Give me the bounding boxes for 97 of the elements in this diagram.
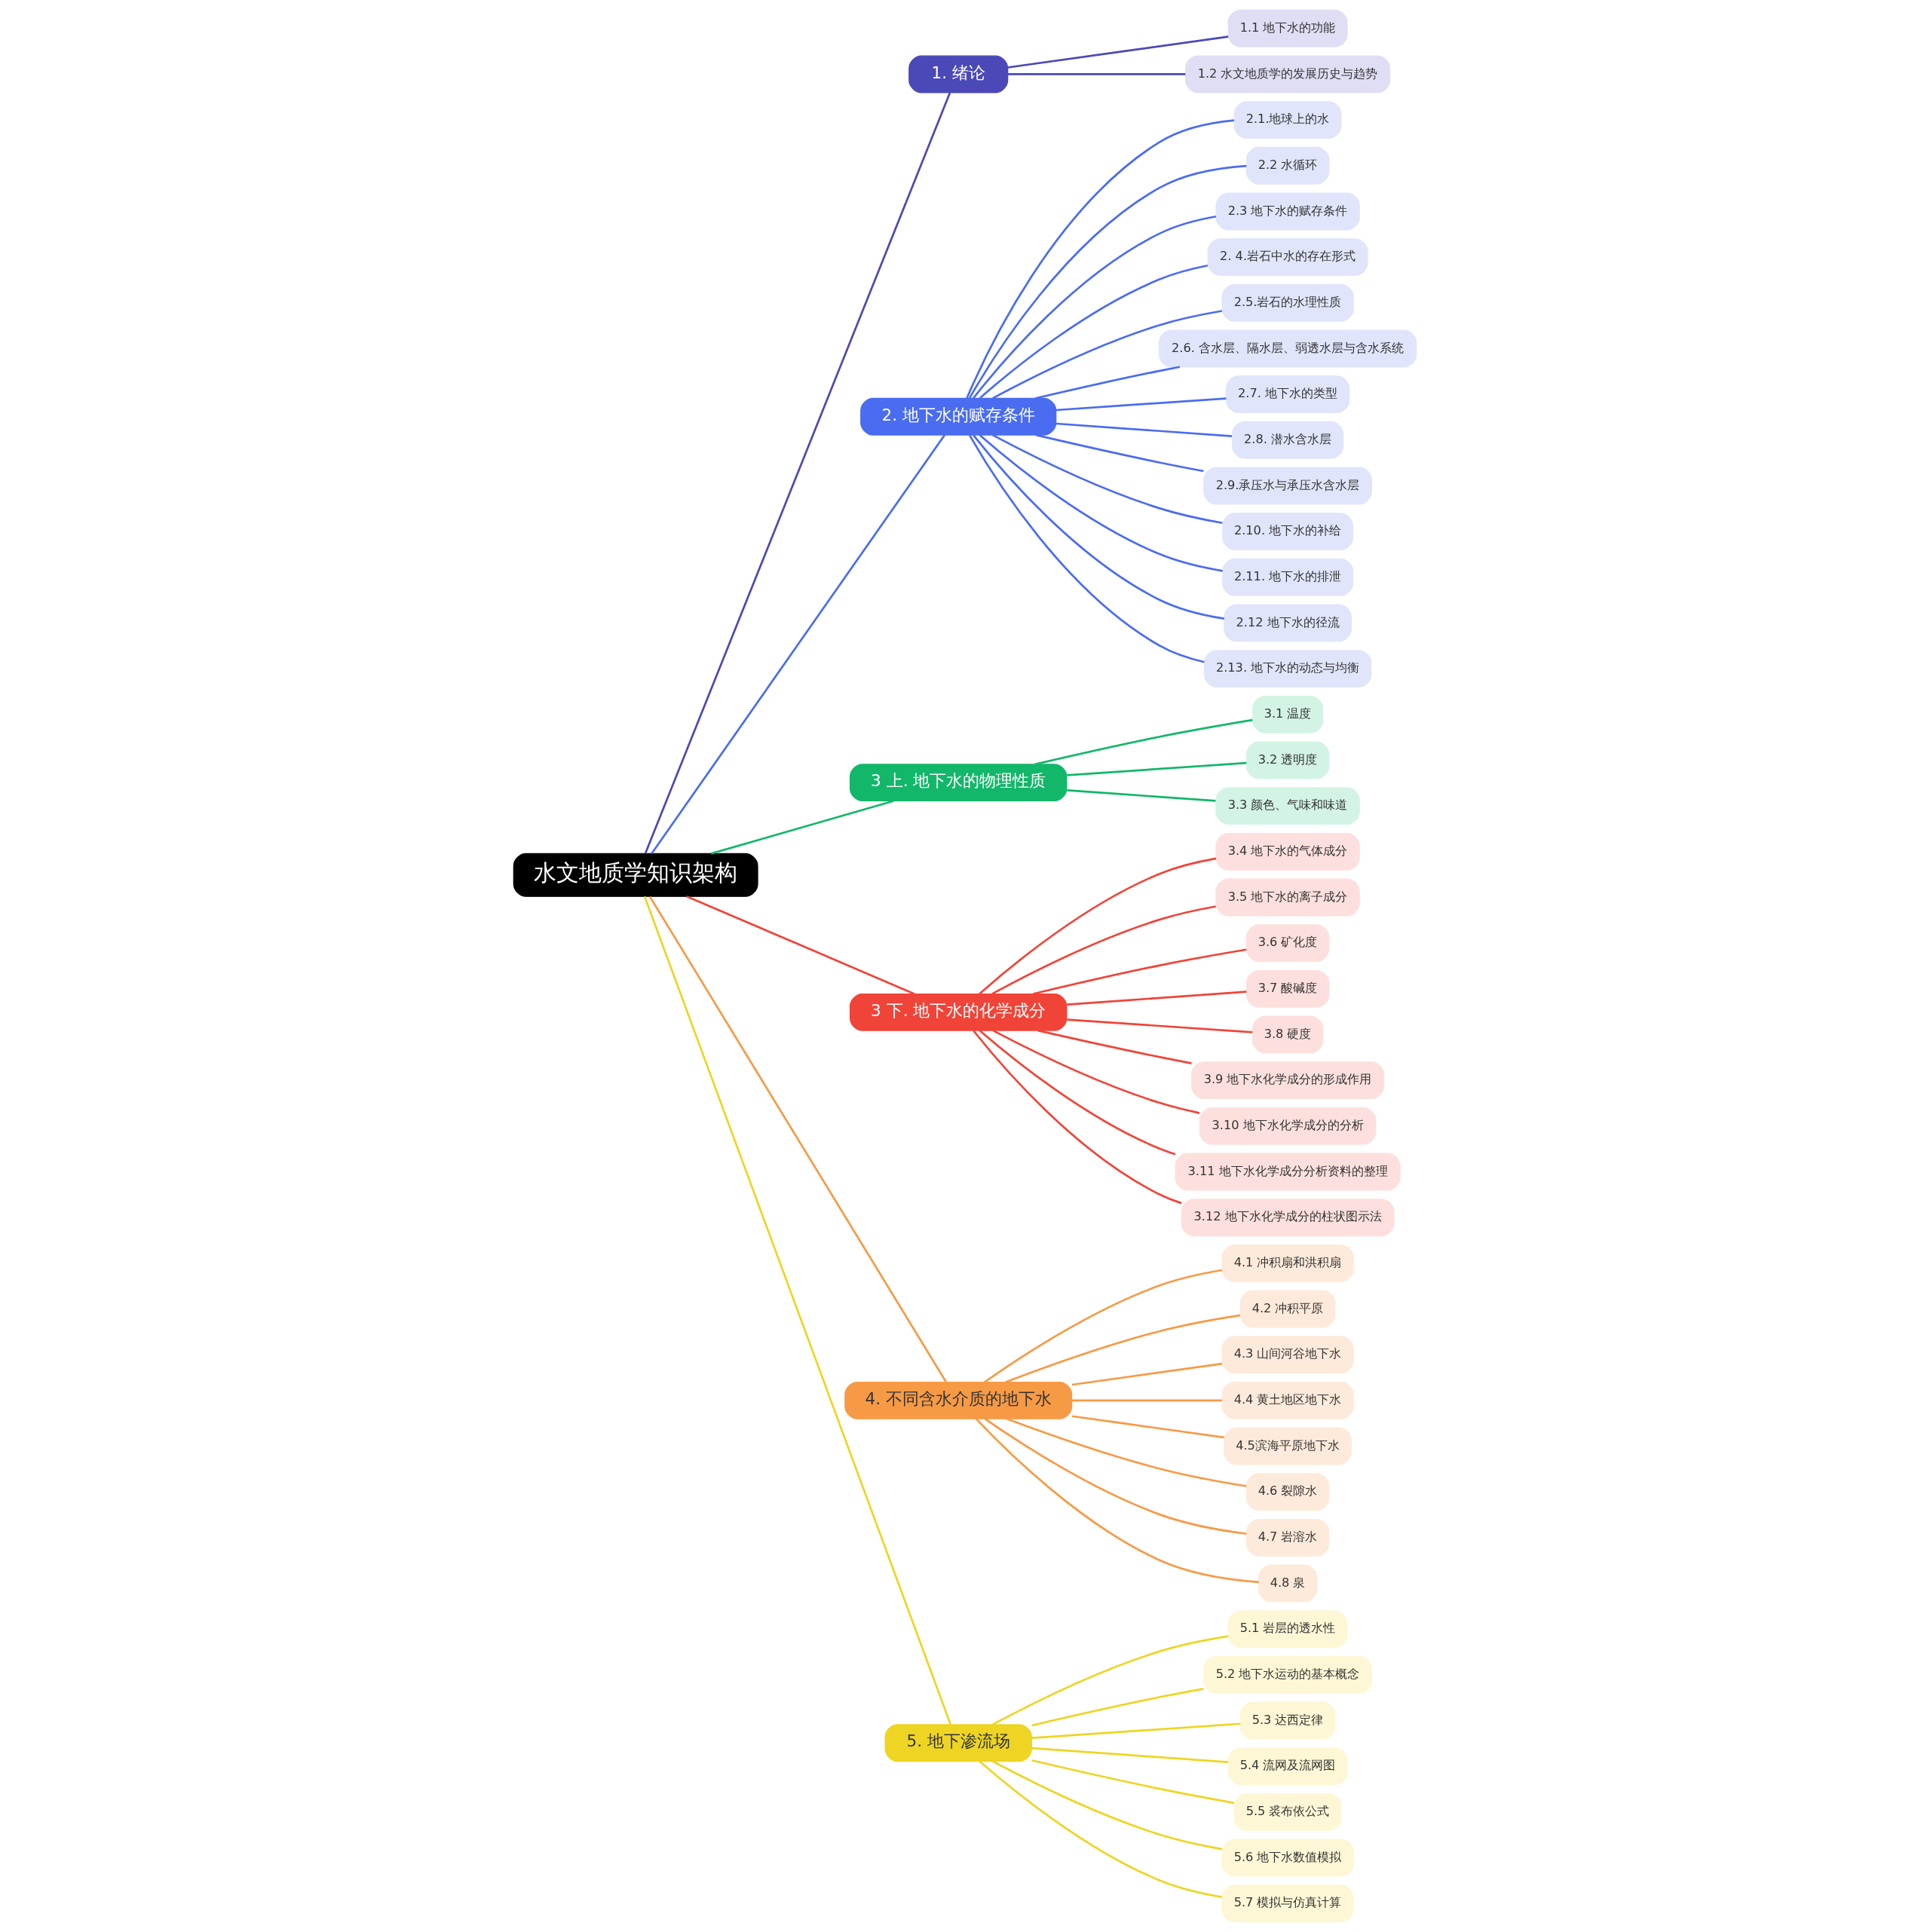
node-box: 4.8 泉 xyxy=(1258,1564,1318,1603)
connector xyxy=(968,434,1205,663)
connector xyxy=(984,1269,1223,1383)
connector xyxy=(1031,1688,1204,1727)
node-box: 3.1 温度 xyxy=(1251,695,1324,733)
connector xyxy=(966,119,1235,399)
connector xyxy=(984,1418,1247,1535)
node-box: 2.7. 地下水的类型 xyxy=(1225,375,1350,414)
node-box: 1. 绪论 xyxy=(908,55,1009,93)
node-box: 4.7 岩溶水 xyxy=(1245,1518,1330,1557)
node-box: 4.5滨海平原地下水 xyxy=(1224,1427,1352,1465)
connector xyxy=(973,1030,1182,1205)
connector xyxy=(979,434,1223,572)
connector xyxy=(1071,1362,1223,1386)
connector xyxy=(979,1760,1223,1898)
node-box: 4.4 黄土地区地下水 xyxy=(1221,1381,1354,1419)
connector xyxy=(1035,433,1204,473)
node-box: 2. 4.岩石中水的存在形式 xyxy=(1207,238,1368,277)
node-box: 2.5.岩石的水理性质 xyxy=(1221,283,1354,322)
node-box: 5.7 模拟与仿真计算 xyxy=(1221,1885,1354,1923)
node-box: 3.9 地下水化学成分的形成作用 xyxy=(1190,1061,1385,1100)
node-box: 2.11. 地下水的排泄 xyxy=(1222,558,1353,596)
connector xyxy=(992,310,1223,400)
connector xyxy=(1071,1415,1224,1439)
node-box: 2.13. 地下水的动态与均衡 xyxy=(1203,650,1372,688)
node-box: 4.2 冲积平原 xyxy=(1239,1290,1336,1328)
node-box: 3.7 酸碱度 xyxy=(1245,969,1330,1008)
connector xyxy=(1006,1417,1247,1487)
connector xyxy=(973,434,1224,620)
node-box: 3.3 颜色、气味和味道 xyxy=(1215,787,1360,825)
connector xyxy=(1031,1747,1228,1763)
connector xyxy=(1034,718,1253,766)
node-box: 2. 地下水的赋存条件 xyxy=(860,397,1057,436)
connector xyxy=(1067,990,1247,1006)
node-box: 2.3 地下水的赋存条件 xyxy=(1215,192,1360,231)
connector xyxy=(1067,761,1247,776)
node-box: 3.5 地下水的离子成分 xyxy=(1215,878,1360,917)
node-box: 3.2 透明度 xyxy=(1245,741,1330,779)
node-box: 4.3 山间河谷地下水 xyxy=(1221,1336,1354,1374)
connector xyxy=(1067,1018,1253,1033)
connector xyxy=(1055,397,1227,412)
node-box: 5.3 达西定律 xyxy=(1239,1701,1336,1740)
node-box: 2.12 地下水的径流 xyxy=(1224,604,1352,642)
connector xyxy=(1037,1029,1192,1064)
connector xyxy=(1033,948,1247,995)
node-box: 2.1.地球上的水 xyxy=(1233,101,1342,139)
node-box: 3.12 地下水化学成分的柱状图示法 xyxy=(1181,1199,1395,1237)
node-box: 3.8 硬度 xyxy=(1251,1015,1324,1054)
node-box: 3 下. 地下水的化学成分 xyxy=(849,993,1068,1031)
connector xyxy=(992,1635,1229,1725)
connector xyxy=(975,1418,1259,1584)
node-box: 2.6. 含水层、隔水层、弱透水层与含水系统 xyxy=(1158,329,1417,368)
connector xyxy=(686,896,915,995)
connector xyxy=(651,434,945,855)
connector xyxy=(992,1760,1223,1851)
node-box: 2.10. 地下水的补给 xyxy=(1222,513,1353,551)
node-box: 3.4 地下水的气体成分 xyxy=(1215,832,1360,871)
node-box: 3.11 地下水化学成分分析资料的整理 xyxy=(1175,1153,1401,1191)
connector xyxy=(1031,1722,1241,1739)
node-box: 2.8. 潜水含水层 xyxy=(1231,421,1344,459)
connector xyxy=(979,857,1217,995)
connector xyxy=(973,215,1217,400)
node-box: 4.6 裂隙水 xyxy=(1245,1473,1330,1511)
node-box: 1.1 地下水的功能 xyxy=(1227,9,1348,47)
node-box: 3 上. 地下水的物理性质 xyxy=(849,764,1068,802)
node-box: 5. 地下渗流场 xyxy=(884,1724,1032,1762)
connector xyxy=(979,264,1209,400)
connector xyxy=(1067,789,1216,802)
connector xyxy=(710,800,894,855)
connector xyxy=(992,1029,1200,1114)
node-box: 4. 不同含水介质的地下水 xyxy=(844,1381,1073,1419)
node-box: 5.4 流网及流网图 xyxy=(1227,1747,1348,1786)
node-box: 3.10 地下水化学成分的分析 xyxy=(1199,1107,1377,1145)
connector xyxy=(1007,35,1229,69)
connector xyxy=(1055,422,1233,437)
node-box: 5.5 裘布依公式 xyxy=(1233,1793,1342,1831)
connector xyxy=(1005,1314,1241,1383)
node-box: 2.9.承压水与承压水含水层 xyxy=(1203,467,1372,505)
node-box: 5.6 地下水数值模拟 xyxy=(1221,1839,1354,1877)
connector xyxy=(991,905,1216,995)
connector xyxy=(1031,1759,1235,1805)
connector xyxy=(968,164,1247,399)
connector xyxy=(1034,366,1181,400)
connector xyxy=(979,1030,1176,1156)
node-box: 2.2 水循环 xyxy=(1245,146,1330,185)
node-box: 5.1 岩层的透水性 xyxy=(1227,1610,1348,1649)
node-box: 3.6 矿化度 xyxy=(1245,924,1330,963)
node-box: 4.1 冲积扇和洪积扇 xyxy=(1221,1244,1354,1282)
node-box: 5.2 地下水运动的基本概念 xyxy=(1203,1655,1372,1694)
connector xyxy=(643,896,952,1725)
node-box: 1.2 水文地质学的发展历史与趋势 xyxy=(1184,55,1391,93)
node-box: 水文地质学知识架构 xyxy=(513,853,758,897)
connector xyxy=(1072,1399,1223,1402)
connector xyxy=(992,433,1223,525)
connector xyxy=(648,896,948,1383)
connector xyxy=(644,92,951,854)
connector xyxy=(1007,73,1186,75)
